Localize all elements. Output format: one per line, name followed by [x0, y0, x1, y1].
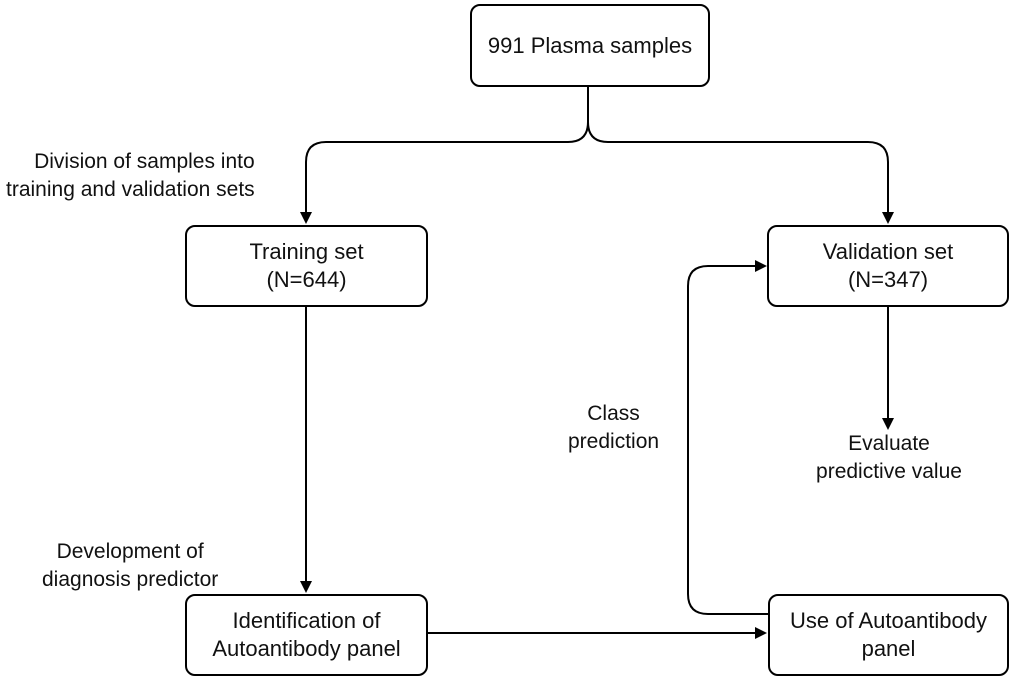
development-label: Development of diagnosis predictor: [42, 538, 218, 594]
division-label-line-1: Division of samples into: [34, 150, 255, 173]
development-label-line-2: diagnosis predictor: [42, 568, 219, 591]
class-prediction-label: Class prediction: [568, 400, 659, 456]
training-set-title: Training set: [249, 239, 364, 264]
training-set-node: Training set (N=644): [185, 225, 428, 307]
split-connector-to-training: [300, 86, 589, 224]
validation-set-count: (N=347): [847, 267, 929, 292]
division-label: Division of samples into training and va…: [6, 148, 255, 204]
validation-set-title: Validation set: [822, 239, 954, 264]
division-label-line-2: training and validation sets: [6, 178, 255, 201]
validation-set-node: Validation set (N=347): [767, 225, 1009, 307]
plasma-samples-label: 991 Plasma samples: [487, 32, 693, 58]
use-of-panel-line-1: Use of Autoantibody: [790, 608, 987, 633]
use-to-validation-arrow: [687, 260, 768, 615]
plasma-samples-node: 991 Plasma samples: [470, 4, 710, 87]
evaluate-label-line-2: predictive value: [816, 460, 962, 483]
class-prediction-line-2: prediction: [568, 430, 660, 453]
identification-line-2: Autoantibody panel: [212, 636, 401, 661]
identification-line-1: Identification of: [232, 608, 381, 633]
development-label-line-1: Development of: [56, 540, 204, 563]
training-set-count: (N=644): [266, 267, 347, 292]
use-of-panel-line-2: panel: [861, 636, 916, 661]
identification-node: Identification of Autoantibody panel: [185, 594, 428, 676]
class-prediction-line-1: Class: [587, 402, 640, 425]
split-connector-to-validation: [587, 121, 894, 224]
use-of-panel-node: Use of Autoantibody panel: [768, 594, 1009, 676]
evaluate-label: Evaluate predictive value: [806, 430, 972, 486]
evaluate-label-line-1: Evaluate: [848, 432, 930, 455]
